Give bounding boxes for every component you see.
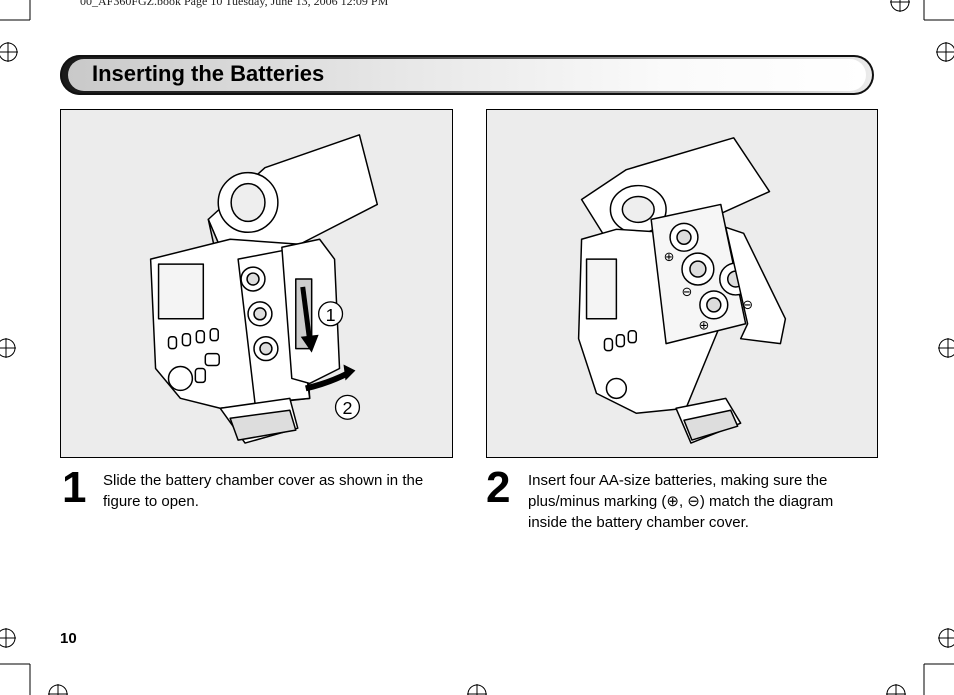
- figure-step1: 1 2: [60, 109, 453, 458]
- minus-marker: ⊖: [682, 285, 693, 300]
- file-header: 00_AF360FGZ.book Page 10 Tuesday, June 1…: [80, 0, 389, 8]
- callout-1: 1: [326, 305, 336, 325]
- flash-open-cover-illustration: 1 2: [149, 134, 379, 444]
- page-number: 10: [60, 630, 77, 647]
- page-title: Inserting the Batteries: [92, 61, 325, 86]
- step-number-1: 1: [62, 463, 87, 512]
- step-number-2: 2: [486, 463, 511, 512]
- title-bar: [60, 55, 874, 95]
- plus-marker: ⊕: [664, 250, 675, 265]
- minus-marker: ⊖: [742, 298, 753, 313]
- step-1-text: Slide the battery chamber cover as shown…: [103, 472, 424, 510]
- figure-step2: ⊕ ⊖ ⊖ ⊖ ⊕: [486, 109, 878, 458]
- callout-2: 2: [342, 398, 352, 418]
- step-2-text: Insert four AA-size batteries, making su…: [528, 472, 834, 531]
- plus-marker: ⊕: [698, 319, 709, 334]
- flash-batteries-inserted-illustration: ⊕ ⊖ ⊖ ⊖ ⊕: [577, 137, 787, 444]
